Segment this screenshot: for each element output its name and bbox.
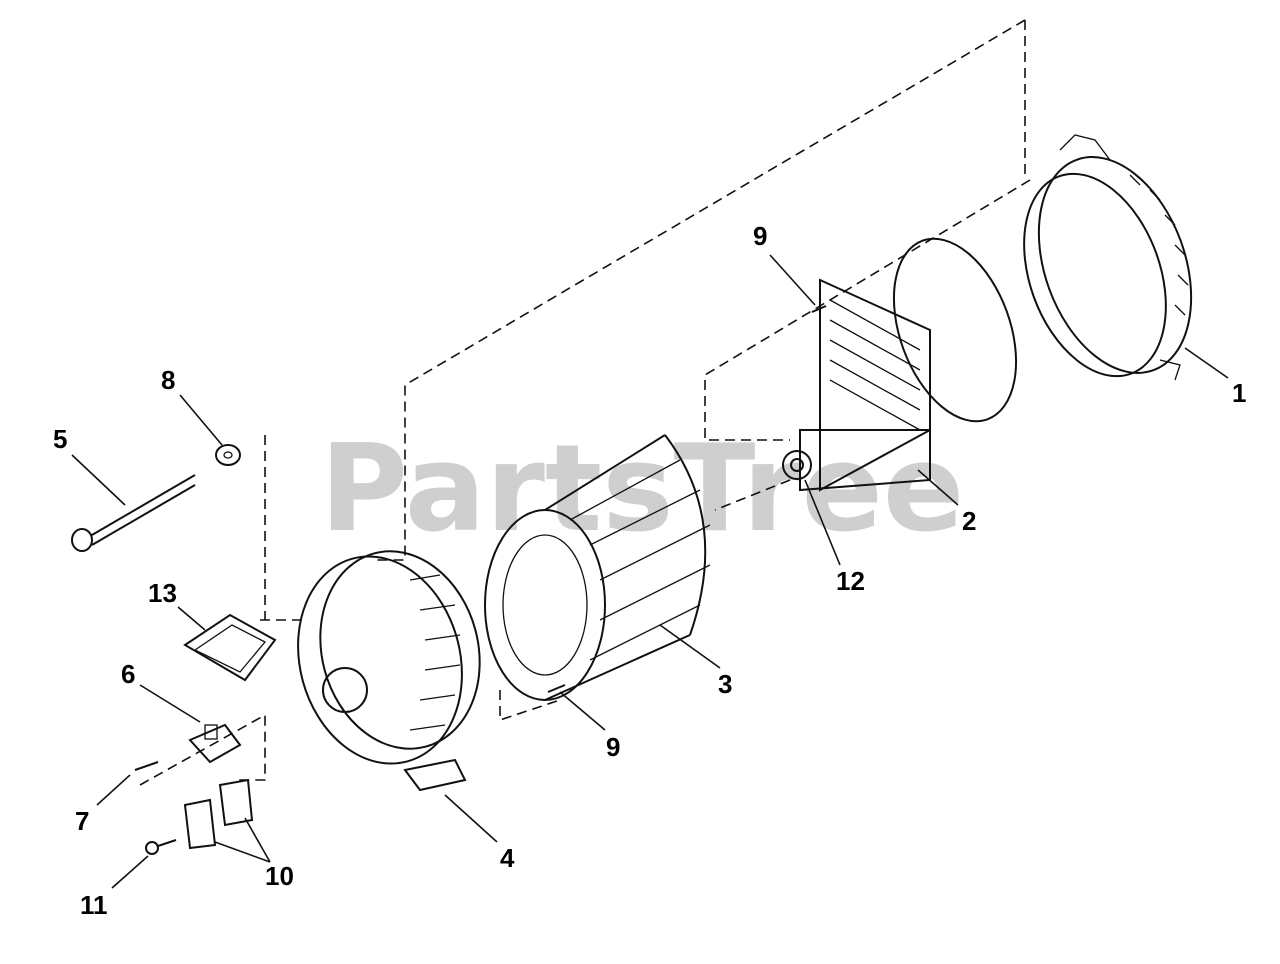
assembly-dashed-lines (139, 19, 1031, 786)
leader-lines (71, 254, 1229, 889)
part-screw-lower (145, 839, 177, 855)
part-stator (484, 434, 711, 701)
part-screw-small (134, 761, 159, 771)
callout-6: 6 (121, 659, 135, 689)
callout-1: 1 (1232, 378, 1246, 408)
watermark-logo: PartsTree (320, 420, 964, 559)
part-front-housing (297, 550, 481, 792)
part-bolt (71, 474, 196, 552)
callout-12: 12 (836, 566, 865, 596)
part-pins (547, 305, 827, 693)
part-rotor (782, 237, 1018, 492)
part-module (183, 613, 277, 682)
callout-2: 2 (962, 506, 976, 536)
callout-13: 13 (148, 578, 177, 608)
part-washer (215, 444, 241, 466)
part-rear-housing (1023, 134, 1193, 381)
callout-9-upper: 9 (753, 221, 767, 251)
callout-4: 4 (500, 843, 515, 873)
callout-9-lower: 9 (606, 732, 620, 762)
callout-3: 3 (718, 669, 732, 699)
part-clips (183, 778, 254, 850)
callout-10: 10 (265, 861, 294, 891)
callout-11: 11 (80, 890, 108, 920)
callout-5: 5 (53, 424, 67, 454)
callout-8: 8 (161, 365, 175, 395)
part-brush-holder (188, 723, 242, 764)
callout-labels: 1 2 3 4 5 6 7 8 9 9 10 11 12 13 (53, 221, 1246, 920)
callout-7: 7 (75, 806, 89, 836)
